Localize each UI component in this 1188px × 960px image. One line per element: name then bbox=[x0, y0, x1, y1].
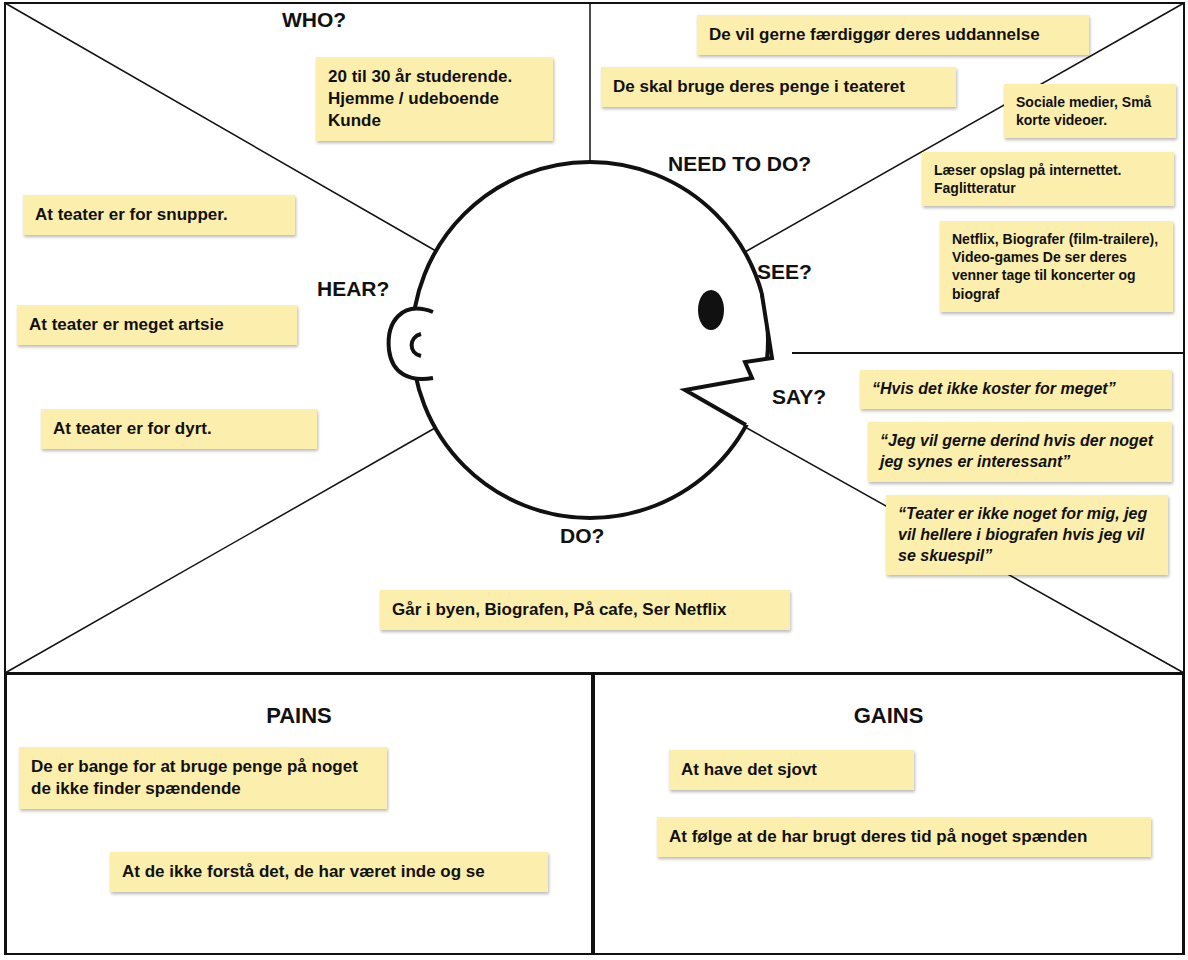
note-text: At teater er for dyrt. bbox=[53, 418, 305, 440]
sticky-note: Læser opslag på internettet. Faglitterat… bbox=[922, 152, 1174, 206]
note-text: At følge at de har brugt deres tid på no… bbox=[669, 826, 1139, 848]
note-text: Netflix, Biografer (film-trailere), Vide… bbox=[952, 230, 1161, 303]
note-text: De er bange for at bruge penge på noget … bbox=[31, 756, 375, 800]
sticky-note: De er bange for at bruge penge på noget … bbox=[19, 747, 387, 809]
sticky-note: Går i byen, Biografen, På cafe, Ser Netf… bbox=[380, 590, 790, 630]
note-text: At have det sjovt bbox=[681, 759, 902, 781]
sticky-note: “Hvis det ikke koster for meget” bbox=[860, 370, 1172, 409]
note-text: De skal bruge deres penge i teateret bbox=[613, 76, 944, 98]
sticky-note: De skal bruge deres penge i teateret bbox=[601, 67, 956, 107]
quadrant-heading: NEED TO DO? bbox=[668, 152, 811, 176]
quadrant-heading: SAY? bbox=[772, 385, 826, 409]
quadrant-heading: WHO? bbox=[282, 8, 346, 32]
sticky-note: Sociale medier, Små korte videoer. bbox=[1004, 84, 1176, 138]
sticky-note: “Jeg vil gerne derind hvis der noget jeg… bbox=[868, 422, 1172, 482]
quadrant-heading: DO? bbox=[560, 524, 604, 548]
note-text: At teater er meget artsie bbox=[29, 314, 285, 336]
sticky-note: De vil gerne færdiggør deres uddannelse bbox=[697, 15, 1089, 55]
sticky-note: At teater er for snupper. bbox=[23, 195, 295, 235]
sticky-note: At teater er meget artsie bbox=[17, 305, 297, 345]
sticky-note: At teater er for dyrt. bbox=[41, 409, 317, 449]
sticky-note: At de ikke forstå det, de har været inde… bbox=[110, 852, 548, 892]
sticky-note: “Teater er ikke noget for mig, jeg vil h… bbox=[886, 495, 1168, 575]
section-box: PAINS De er bange for at bruge penge på n… bbox=[5, 673, 593, 955]
sticky-note: At have det sjovt bbox=[669, 750, 914, 790]
sticky-note: At følge at de har brugt deres tid på no… bbox=[657, 817, 1151, 857]
section-heading: PAINS bbox=[7, 703, 591, 729]
note-text: Læser opslag på internettet. Faglitterat… bbox=[934, 161, 1162, 197]
note-text: “Teater er ikke noget for mig, jeg vil h… bbox=[898, 504, 1156, 566]
note-text: At teater er for snupper. bbox=[35, 204, 283, 226]
sticky-note: Netflix, Biografer (film-trailere), Vide… bbox=[940, 221, 1173, 312]
section-box: GAINS At have det sjovt At følge at de har… bbox=[593, 673, 1184, 955]
note-text: “Jeg vil gerne derind hvis der noget jeg… bbox=[880, 431, 1160, 473]
note-text: 20 til 30 år studerende. Hjemme / udeboe… bbox=[328, 66, 541, 132]
note-text: At de ikke forstå det, de har været inde… bbox=[122, 861, 536, 883]
quadrant-heading: SEE? bbox=[757, 260, 812, 284]
note-text: De vil gerne færdiggør deres uddannelse bbox=[709, 24, 1077, 46]
quadrant-heading: HEAR? bbox=[317, 277, 389, 301]
note-text: Går i byen, Biografen, På cafe, Ser Netf… bbox=[392, 599, 778, 621]
note-text: “Hvis det ikke koster for meget” bbox=[872, 379, 1160, 400]
sticky-note: 20 til 30 år studerende. Hjemme / udeboe… bbox=[316, 57, 553, 141]
section-heading: GAINS bbox=[595, 703, 1182, 729]
note-text: Sociale medier, Små korte videoer. bbox=[1016, 93, 1164, 129]
